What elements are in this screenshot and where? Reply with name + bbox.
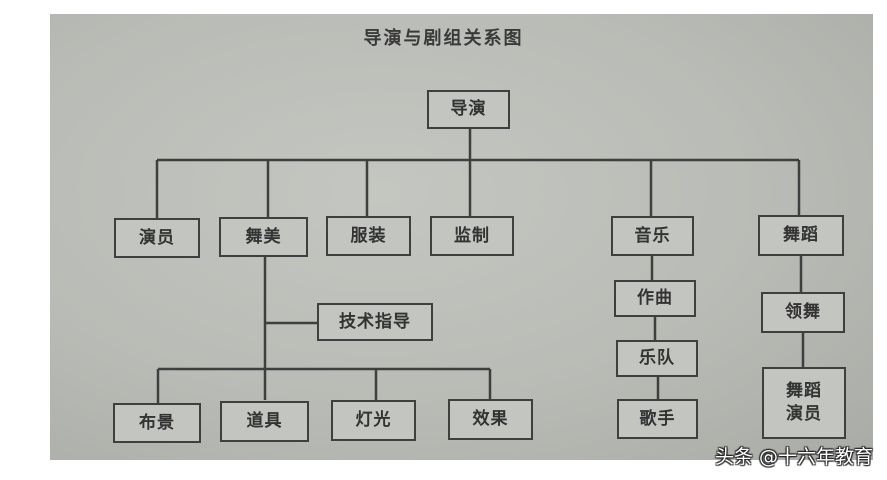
watermark: 头条 @十六年教育: [714, 446, 873, 468]
node-composer: 作曲: [614, 280, 696, 317]
node-supervision: 监制: [430, 216, 514, 256]
node-dancers: 舞蹈演员: [762, 367, 846, 439]
node-dance: 舞蹈: [758, 215, 844, 256]
node-band: 乐队: [616, 340, 698, 377]
node-music: 音乐: [611, 216, 694, 256]
node-lead-dancer: 领舞: [761, 292, 845, 333]
node-scenery: 布景: [113, 403, 201, 443]
diagram-title: 导演与剧组关系图: [363, 28, 524, 49]
node-stage-art: 舞美: [219, 217, 308, 257]
node-singer: 歌手: [617, 399, 698, 439]
node-actors: 演员: [114, 218, 200, 258]
node-props: 道具: [220, 401, 309, 442]
node-lighting: 灯光: [331, 400, 416, 441]
node-director: 导演: [427, 90, 510, 129]
node-effects: 效果: [448, 399, 533, 440]
node-tech-guidance: 技术指导: [317, 303, 433, 341]
node-costume: 服装: [326, 216, 411, 256]
